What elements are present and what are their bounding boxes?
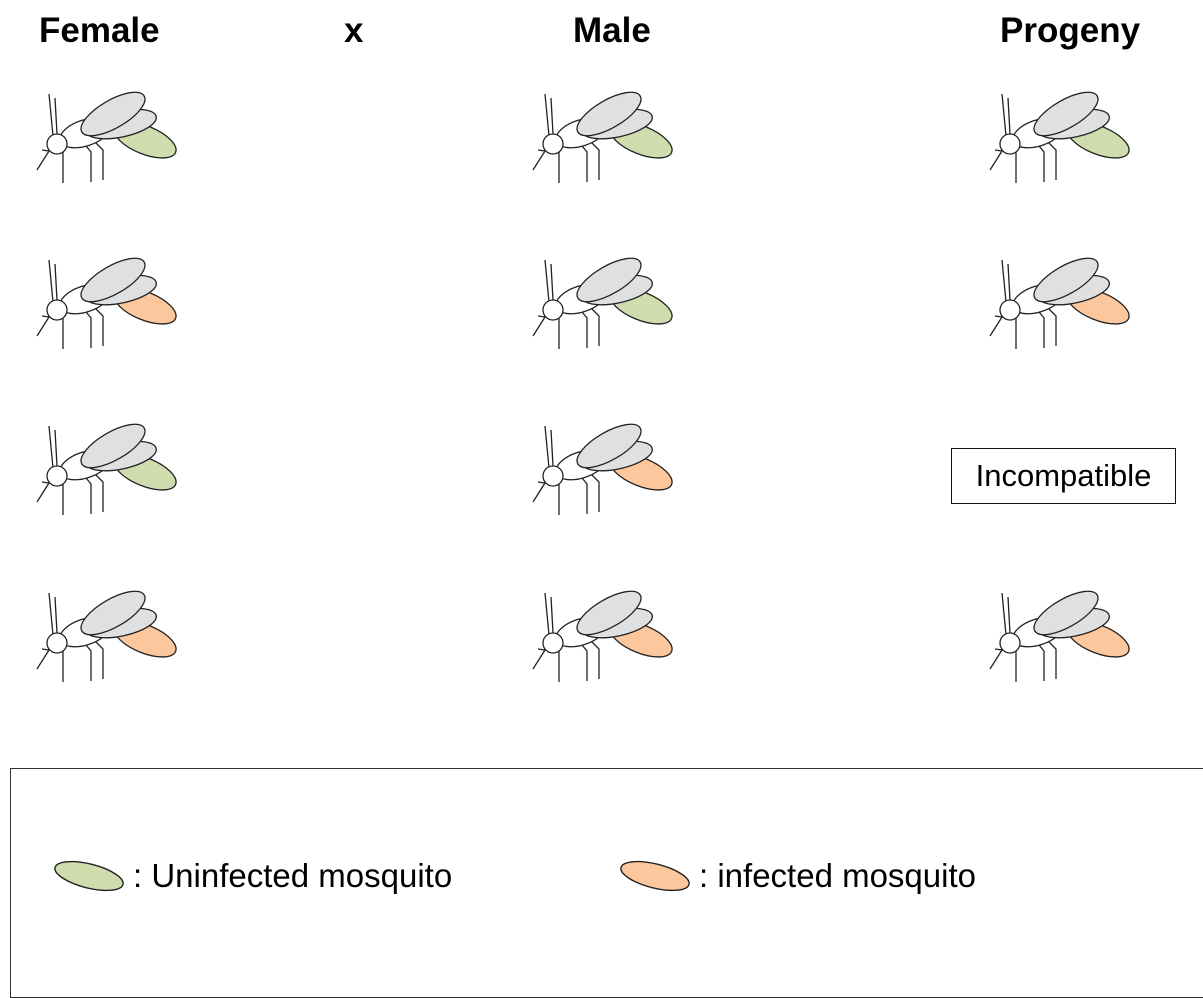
uninfected-swatch-icon bbox=[51, 857, 127, 895]
header-cross: x bbox=[344, 10, 363, 52]
male-infected-mosquito-icon bbox=[529, 587, 689, 697]
legend-label-infected: : infected mosquito bbox=[699, 856, 976, 896]
male-uninfected-mosquito-icon bbox=[529, 88, 689, 198]
male-uninfected-mosquito-icon bbox=[529, 254, 689, 364]
female-uninfected-mosquito-icon bbox=[33, 88, 193, 198]
progeny-infected-mosquito-icon bbox=[986, 254, 1146, 364]
female-infected-mosquito-icon bbox=[33, 587, 193, 697]
legend-item-uninfected: : Uninfected mosquito bbox=[51, 856, 452, 896]
legend-box: : Uninfected mosquito : infected mosquit… bbox=[10, 768, 1203, 998]
header-progeny: Progeny bbox=[1000, 10, 1140, 52]
legend-label-uninfected: : Uninfected mosquito bbox=[133, 856, 452, 896]
male-infected-mosquito-icon bbox=[529, 420, 689, 530]
progeny-infected-mosquito-icon bbox=[986, 587, 1146, 697]
legend-item-infected: : infected mosquito bbox=[617, 856, 976, 896]
header-male: Male bbox=[573, 10, 651, 52]
incompatible-label: Incompatible bbox=[951, 448, 1176, 504]
female-uninfected-mosquito-icon bbox=[33, 420, 193, 530]
progeny-uninfected-mosquito-icon bbox=[986, 88, 1146, 198]
header-female: Female bbox=[39, 10, 160, 52]
female-infected-mosquito-icon bbox=[33, 254, 193, 364]
infected-swatch-icon bbox=[617, 857, 693, 895]
